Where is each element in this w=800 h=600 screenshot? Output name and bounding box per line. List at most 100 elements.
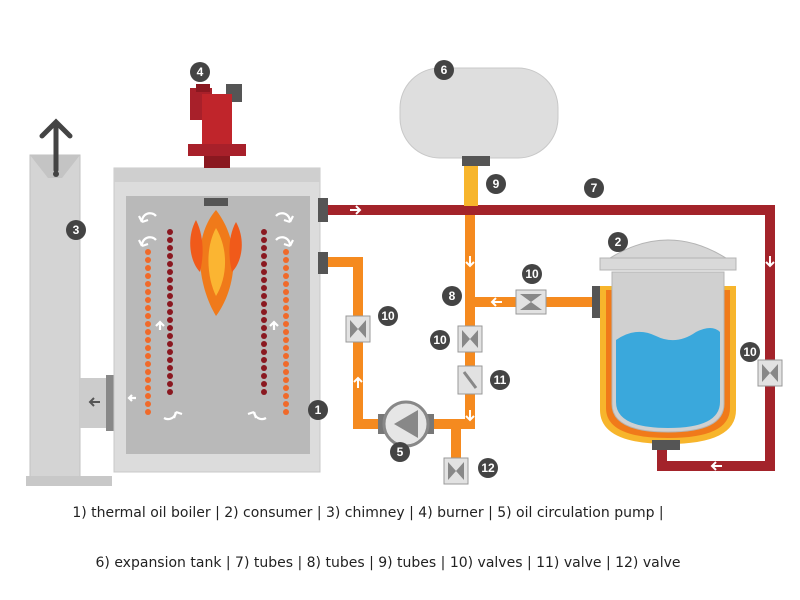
coil-dot	[261, 301, 267, 307]
coil-dot	[167, 229, 173, 235]
consumer	[592, 239, 737, 450]
svg-text:7: 7	[591, 181, 598, 195]
coil-dot	[283, 409, 289, 415]
svg-text:9: 9	[493, 177, 500, 191]
coil-dot	[145, 385, 151, 391]
coil-dot	[261, 341, 267, 347]
expansion-tank	[399, 67, 559, 166]
valve-left	[345, 315, 371, 343]
coil-dot	[261, 317, 267, 323]
coil-dot	[167, 277, 173, 283]
coil-dot	[261, 373, 267, 379]
coil-dot	[283, 369, 289, 375]
svg-text:6: 6	[441, 63, 448, 77]
badge-tubes-red: 7	[584, 178, 604, 198]
svg-text:4: 4	[197, 65, 204, 79]
coil-dot	[283, 361, 289, 367]
flow-arrow-icon	[710, 461, 722, 471]
badge-tubes-yellow: 9	[486, 174, 506, 194]
coil-dot	[145, 377, 151, 383]
coil-dot	[261, 357, 267, 363]
coil-dot	[167, 245, 173, 251]
flow-arrow-icon	[765, 256, 775, 268]
coil-dot	[167, 309, 173, 315]
coil-dot	[145, 321, 151, 327]
svg-text:1: 1	[315, 403, 322, 417]
svg-text:10: 10	[743, 345, 757, 359]
flow-arrow-icon	[465, 410, 475, 422]
coil-dot	[261, 285, 267, 291]
coil-dot	[283, 345, 289, 351]
coil-dot	[167, 381, 173, 387]
svg-text:11: 11	[494, 373, 507, 387]
coil-dot	[261, 381, 267, 387]
coil-dot	[283, 393, 289, 399]
boiler-inlet	[318, 252, 328, 274]
flame-icon	[190, 210, 242, 316]
coil-dot	[283, 321, 289, 327]
svg-text:2: 2	[615, 235, 622, 249]
legend-line-1: 1) thermal oil boiler | 2) consumer | 3)…	[72, 505, 664, 521]
valve-gauge	[457, 365, 483, 395]
coil-dot	[167, 333, 173, 339]
coil-dot	[283, 273, 289, 279]
coil-dot	[145, 369, 151, 375]
orange-tubes	[322, 215, 592, 460]
coil-dot	[167, 341, 173, 347]
coil-dot	[145, 265, 151, 271]
coil-dot	[167, 261, 173, 267]
coil-dot	[261, 277, 267, 283]
valve-mid-top	[515, 289, 547, 315]
coil-dot	[283, 257, 289, 263]
coil-dot	[261, 229, 267, 235]
coil-dot	[167, 357, 173, 363]
flow-arrow-icon	[465, 256, 475, 268]
flow-arrow-icon	[353, 376, 363, 388]
coil-dot	[145, 313, 151, 319]
badge-consumer: 2	[608, 232, 628, 252]
circulation-arrow-icons	[127, 212, 294, 421]
coil-dot	[261, 261, 267, 267]
chimney	[26, 154, 114, 486]
coil-dot	[261, 389, 267, 395]
badge-valve-mid-top: 10	[522, 264, 542, 284]
boiler-outlet	[318, 198, 328, 222]
coil-dot	[283, 377, 289, 383]
svg-text:8: 8	[449, 289, 456, 303]
badge-valve-gauge: 11	[490, 370, 510, 390]
red-tubes	[322, 205, 775, 471]
coil-dot	[283, 353, 289, 359]
coil-dot	[145, 305, 151, 311]
svg-text:3: 3	[73, 223, 80, 237]
coil-dot	[145, 289, 151, 295]
coil-dot	[167, 317, 173, 323]
svg-text:5: 5	[397, 445, 404, 459]
coil-dot	[145, 273, 151, 279]
svg-text:10: 10	[525, 267, 539, 281]
coil-dot	[261, 365, 267, 371]
valve-bottom	[443, 457, 469, 485]
coil-dot	[261, 309, 267, 315]
badge-valve-mid-bottom: 10	[430, 330, 450, 350]
coil-dot	[167, 253, 173, 259]
yellow-tube	[464, 166, 478, 206]
badge-boiler: 1	[308, 400, 328, 420]
svg-text:12: 12	[481, 461, 495, 475]
coil-dot	[261, 349, 267, 355]
badge-valve-right: 10	[740, 342, 760, 362]
badge-expansion-tank: 6	[434, 60, 454, 80]
coil-dot	[167, 389, 173, 395]
coil-dot	[283, 281, 289, 287]
coil-dot	[167, 237, 173, 243]
flow-arrow-icon	[350, 205, 362, 215]
coil-dot	[167, 285, 173, 291]
coil-dot	[145, 401, 151, 407]
coil-dot	[145, 249, 151, 255]
coil-dot	[167, 325, 173, 331]
coil-dot	[167, 373, 173, 379]
coil-dot	[283, 337, 289, 343]
coil-dot	[145, 345, 151, 351]
flue-left-arrow-icon	[88, 397, 100, 407]
badge-pump: 5	[390, 442, 410, 462]
oil-circulation-pump	[378, 400, 434, 448]
